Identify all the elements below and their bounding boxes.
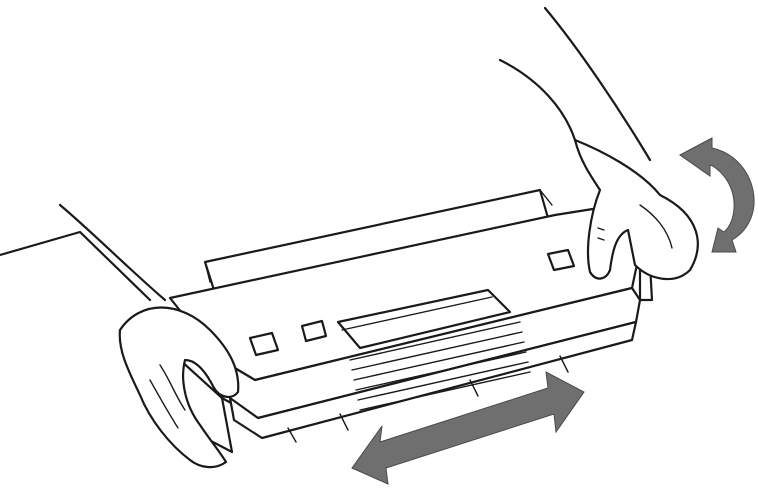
rotate-arrow-icon bbox=[679, 137, 755, 253]
toner-cartridge-icon bbox=[168, 188, 654, 454]
right-hand-icon bbox=[498, 6, 699, 281]
slide-arrow-icon bbox=[351, 371, 585, 485]
left-hand-icon bbox=[0, 203, 240, 469]
